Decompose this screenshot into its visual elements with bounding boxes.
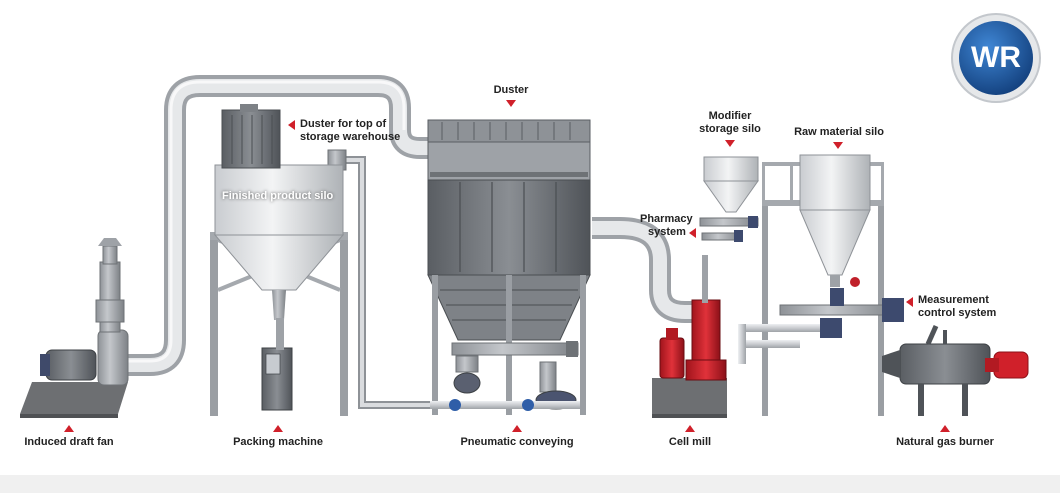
pharmacy-label-line2: system <box>648 226 686 238</box>
bottom-strip <box>0 475 1060 493</box>
duster-top-marker <box>288 120 295 130</box>
duster-top-label-line1: Duster for top of <box>300 118 387 130</box>
modifier-marker <box>725 140 735 147</box>
pharmacy-label-line1: Pharmacy <box>640 213 693 225</box>
induced-draft-fan-marker <box>64 425 74 432</box>
induced-draft-fan <box>20 238 129 418</box>
natural-gas-burner-marker <box>940 425 950 432</box>
measurement-label-line1: Measurement <box>918 294 989 306</box>
packing-machine-marker <box>273 425 283 432</box>
pharmacy-marker <box>689 228 696 238</box>
finished-product-silo-label: Finished product silo <box>222 190 334 202</box>
modifier-label-line1: Modifier <box>708 110 752 122</box>
modifier-storage-silo <box>699 156 759 242</box>
process-diagram: WR Finished product silo Duster Duster f… <box>0 0 1060 475</box>
cell-mill <box>652 255 727 418</box>
induced-draft-fan-label: Induced draft fan <box>24 436 114 448</box>
cell-mill-label: Cell mill <box>668 436 712 448</box>
pneumatic-conveying-marker <box>512 425 522 432</box>
measurement-label-line2: control system <box>918 307 997 319</box>
main-duster <box>427 119 591 415</box>
modifier-label-line2: storage silo <box>699 123 761 135</box>
measurement-marker <box>906 297 913 307</box>
raw-material-marker <box>833 142 843 149</box>
raw-material-label: Raw material silo <box>794 126 884 138</box>
mill-duct <box>592 217 700 323</box>
pneumatic-conveying-label: Pneumatic conveying <box>460 436 574 448</box>
raw-material-silo <box>738 154 904 416</box>
duster-marker <box>506 100 516 107</box>
wr-logo-text: WR <box>971 41 1021 74</box>
cell-mill-marker <box>685 425 695 432</box>
natural-gas-burner <box>882 324 1029 416</box>
process-illustration <box>20 13 1041 418</box>
wr-logo <box>951 13 1041 103</box>
packing-machine-label: Packing machine <box>233 436 323 448</box>
main-duct <box>118 75 432 376</box>
duster-top-label-line2: storage warehouse <box>300 131 401 143</box>
finished-product-silo <box>210 104 348 416</box>
natural-gas-burner-label: Natural gas burner <box>896 436 994 448</box>
duster-label: Duster <box>493 84 529 96</box>
